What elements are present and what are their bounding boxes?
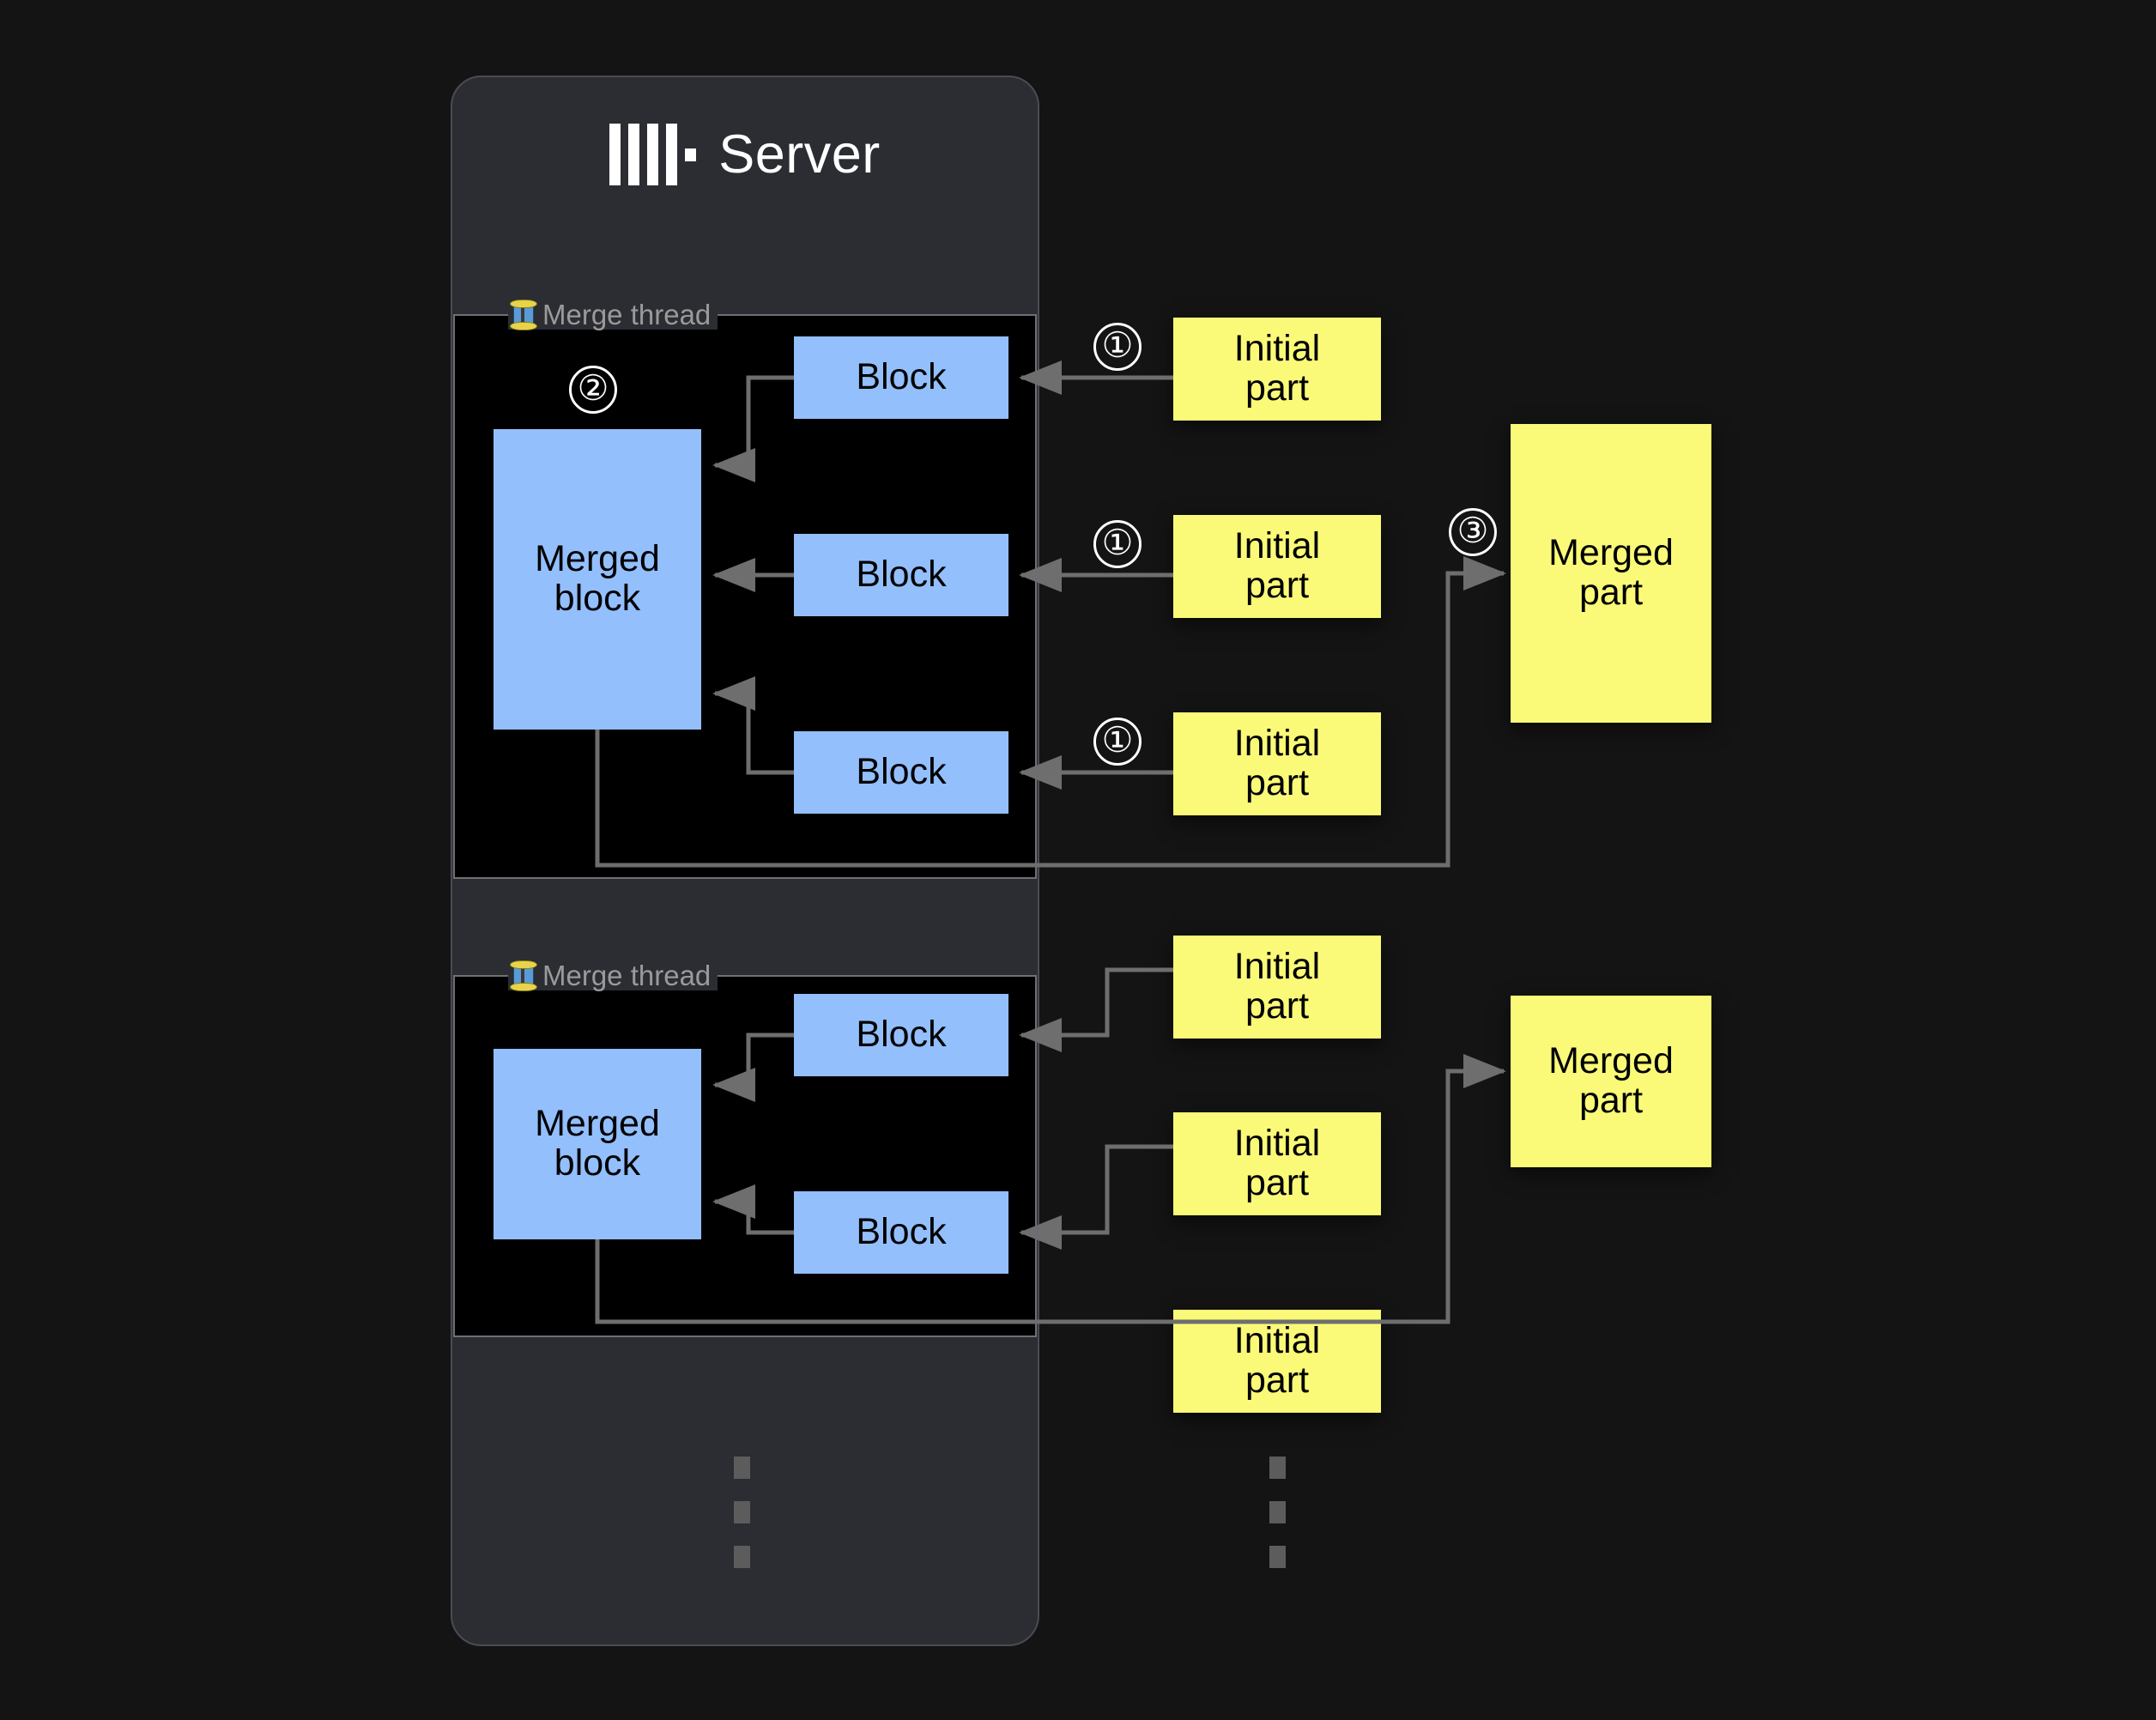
block-1-2-label: Block [856, 554, 947, 596]
initial-part-2-line2: part [1245, 565, 1310, 606]
step-1-badge-1: ① [1093, 323, 1142, 371]
step-1-badge-2: ① [1093, 520, 1142, 568]
thread-spool-icon [510, 960, 537, 991]
merged-block-1-label: Merged block [535, 538, 660, 619]
block-1-1-label: Block [856, 356, 947, 398]
step-3-badge: ③ [1449, 508, 1497, 556]
ellipsis-server [734, 1457, 750, 1568]
step-1-badge-3: ① [1093, 718, 1142, 766]
clickhouse-logo-icon [609, 124, 697, 185]
initial-part-3: Initial part [1173, 712, 1381, 815]
merged-part-1-line1: Merged [1548, 532, 1674, 574]
block-1-3: Block [794, 731, 1008, 814]
initial-part-5-line1: Initial [1233, 1123, 1321, 1165]
initial-part-3-line2: part [1245, 762, 1310, 803]
server-title-label: Server [718, 124, 881, 185]
merged-part-2-line1: Merged [1548, 1040, 1674, 1082]
block-1-3-label: Block [856, 751, 947, 793]
block-1-1: Block [794, 336, 1008, 419]
step-2-badge: ② [569, 366, 617, 414]
merged-part-1-line2: part [1578, 572, 1644, 613]
initial-part-1-line2: part [1245, 367, 1310, 409]
merge-thread-label-2: Merge thread [508, 959, 718, 991]
block-1-2: Block [794, 534, 1008, 616]
initial-part-1: Initial part [1173, 318, 1381, 421]
merged-part-2-line2: part [1578, 1080, 1644, 1121]
initial-part-5: Initial part [1173, 1112, 1381, 1215]
initial-part-6: Initial part [1173, 1310, 1381, 1413]
initial-part-2-line1: Initial [1233, 525, 1321, 567]
merged-block-1: Merged block [494, 429, 701, 730]
ellipsis-parts [1269, 1457, 1286, 1568]
block-2-2: Block [794, 1191, 1008, 1274]
merge-thread-label-text: Merge thread [542, 298, 712, 330]
merge-thread-label-1: Merge thread [508, 299, 718, 330]
merged-block-2: Merged block [494, 1049, 701, 1239]
initial-part-1-line1: Initial [1233, 328, 1321, 370]
merged-block-2-label: Merged block [535, 1103, 660, 1184]
merged-part-1: Merged part [1511, 424, 1711, 723]
initial-part-6-line2: part [1245, 1360, 1310, 1401]
merged-part-2: Merged part [1511, 996, 1711, 1167]
server-title: Server [451, 103, 1039, 206]
initial-part-4: Initial part [1173, 936, 1381, 1039]
initial-part-6-line1: Initial [1233, 1320, 1321, 1362]
block-2-1: Block [794, 994, 1008, 1076]
merge-thread-label-text: Merge thread [542, 959, 712, 991]
block-2-2-label: Block [856, 1211, 947, 1253]
initial-part-4-line1: Initial [1233, 946, 1321, 988]
initial-part-3-line1: Initial [1233, 723, 1321, 765]
block-2-1-label: Block [856, 1014, 947, 1056]
initial-part-2: Initial part [1173, 515, 1381, 618]
initial-part-4-line2: part [1245, 985, 1310, 1027]
wire-part5-to-block22 [1018, 1144, 1173, 1250]
initial-part-5-line2: part [1245, 1162, 1310, 1203]
thread-spool-icon [510, 299, 537, 330]
wire-part4-to-block21 [1018, 967, 1173, 1052]
